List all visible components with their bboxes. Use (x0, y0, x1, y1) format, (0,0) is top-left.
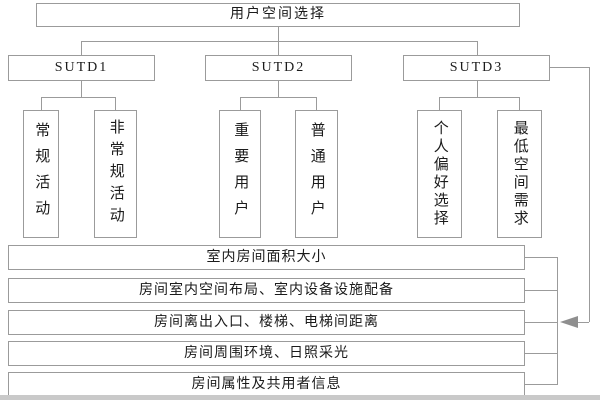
criteria-row-room-area: 室内房间面积大小 (8, 245, 525, 270)
connector-line (240, 97, 241, 110)
criteria-row-attributes-cousers: 房间属性及共用者信息 (8, 372, 525, 397)
connector-line (278, 41, 279, 55)
sutd1-node: SUTD1 (8, 55, 155, 81)
connector-line (525, 384, 557, 385)
leaf-node-personal-preference: 个人偏好选择 (417, 110, 462, 238)
criteria-row-environment-sunlight: 房间周围环境、日照采光 (8, 341, 525, 366)
connector-line (41, 97, 116, 98)
connector-line (240, 97, 317, 98)
leaf-node-regular-activities: 常规活动 (23, 110, 59, 238)
connector-line (81, 41, 82, 55)
connector-line (525, 257, 557, 258)
connector-line (316, 97, 317, 110)
connector-line (81, 41, 478, 42)
root-node-user-space-selection: 用户空间选择 (36, 3, 520, 27)
connector-line (525, 290, 557, 291)
feedback-line (589, 67, 590, 322)
bottom-edge-strip (0, 395, 600, 400)
leaf-node-irregular-activities: 非常规活动 (94, 110, 137, 238)
connector-line (115, 97, 116, 110)
connector-line (477, 41, 478, 55)
connector-line (41, 97, 42, 110)
sutd2-node: SUTD2 (205, 55, 352, 81)
feedback-line (576, 322, 589, 323)
connector-line (278, 27, 279, 41)
connector-line (525, 353, 557, 354)
connector-line (477, 81, 478, 97)
connector-line (439, 97, 440, 110)
left-arrowhead-icon (560, 316, 578, 328)
leaf-node-ordinary-users: 普通用户 (295, 110, 338, 238)
connector-line (81, 81, 82, 97)
criteria-row-distance-exits: 房间离出入口、楼梯、电梯间距离 (8, 310, 525, 335)
leaf-node-important-users: 重要用户 (219, 110, 261, 238)
connector-line (439, 97, 520, 98)
connector-line (519, 97, 520, 110)
connector-line (278, 81, 279, 97)
criteria-row-layout-facilities: 房间室内空间布局、室内设备设施配备 (8, 278, 525, 303)
sutd3-node: SUTD3 (403, 55, 550, 81)
leaf-node-minimum-space-demand: 最低空间需求 (497, 110, 542, 238)
feedback-line (550, 67, 589, 68)
connector-line (525, 322, 557, 323)
criteria-bundle-line (557, 257, 558, 385)
